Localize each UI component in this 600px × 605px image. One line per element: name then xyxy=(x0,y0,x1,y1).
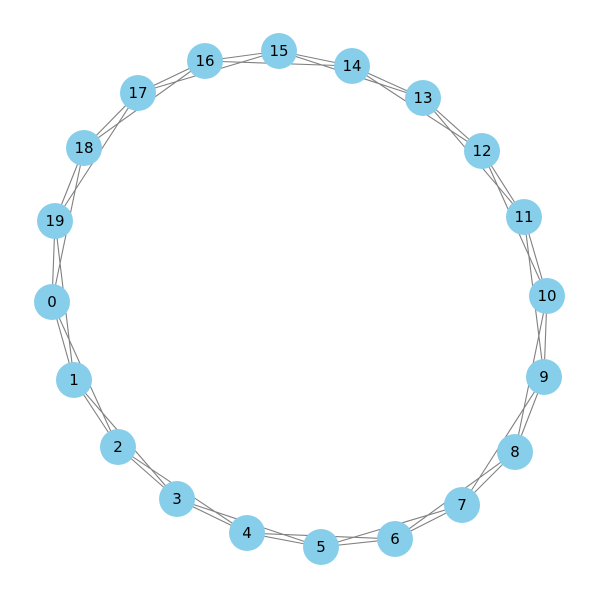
node-8: 8 xyxy=(497,434,533,470)
node-7: 7 xyxy=(444,487,480,523)
node-13: 13 xyxy=(405,80,441,116)
node-label-9: 9 xyxy=(539,368,549,386)
node-6: 6 xyxy=(377,521,413,557)
node-circle-12 xyxy=(464,133,500,169)
node-circle-8 xyxy=(497,434,533,470)
node-circle-3 xyxy=(159,481,195,517)
node-label-12: 12 xyxy=(472,142,491,160)
node-circle-11 xyxy=(506,199,542,235)
node-15: 15 xyxy=(261,33,297,69)
node-label-0: 0 xyxy=(47,293,57,311)
node-14: 14 xyxy=(334,48,370,84)
node-circle-10 xyxy=(529,278,565,314)
node-18: 18 xyxy=(66,130,102,166)
node-label-2: 2 xyxy=(113,438,123,456)
node-circle-2 xyxy=(100,429,136,465)
node-label-16: 16 xyxy=(195,52,214,70)
node-circle-17 xyxy=(120,75,156,111)
node-label-18: 18 xyxy=(74,139,93,157)
node-16: 16 xyxy=(187,43,223,79)
node-10: 10 xyxy=(529,278,565,314)
node-1: 1 xyxy=(56,362,92,398)
node-circle-7 xyxy=(444,487,480,523)
node-2: 2 xyxy=(100,429,136,465)
node-circle-14 xyxy=(334,48,370,84)
node-circle-15 xyxy=(261,33,297,69)
node-circle-13 xyxy=(405,80,441,116)
node-label-17: 17 xyxy=(128,84,147,102)
node-11: 11 xyxy=(506,199,542,235)
node-12: 12 xyxy=(464,133,500,169)
node-4: 4 xyxy=(229,515,265,551)
node-label-4: 4 xyxy=(242,524,252,542)
node-circle-6 xyxy=(377,521,413,557)
node-label-7: 7 xyxy=(457,496,467,514)
node-9: 9 xyxy=(526,359,562,395)
node-label-15: 15 xyxy=(269,42,288,60)
node-circle-18 xyxy=(66,130,102,166)
node-label-5: 5 xyxy=(316,538,326,556)
node-label-14: 14 xyxy=(342,57,361,75)
node-circle-16 xyxy=(187,43,223,79)
node-label-1: 1 xyxy=(69,371,79,389)
node-0: 0 xyxy=(34,284,70,320)
node-circle-4 xyxy=(229,515,265,551)
node-label-8: 8 xyxy=(510,443,520,461)
node-3: 3 xyxy=(159,481,195,517)
node-circle-0 xyxy=(34,284,70,320)
node-19: 19 xyxy=(37,203,73,239)
node-label-11: 11 xyxy=(514,208,533,226)
node-circle-5 xyxy=(303,529,339,565)
node-17: 17 xyxy=(120,75,156,111)
node-label-13: 13 xyxy=(413,89,432,107)
node-label-19: 19 xyxy=(45,212,64,230)
node-circle-1 xyxy=(56,362,92,398)
node-5: 5 xyxy=(303,529,339,565)
node-circle-9 xyxy=(526,359,562,395)
node-circle-19 xyxy=(37,203,73,239)
node-label-6: 6 xyxy=(390,530,400,548)
edges-layer xyxy=(51,50,548,548)
node-label-10: 10 xyxy=(537,287,556,305)
node-label-3: 3 xyxy=(172,490,182,508)
